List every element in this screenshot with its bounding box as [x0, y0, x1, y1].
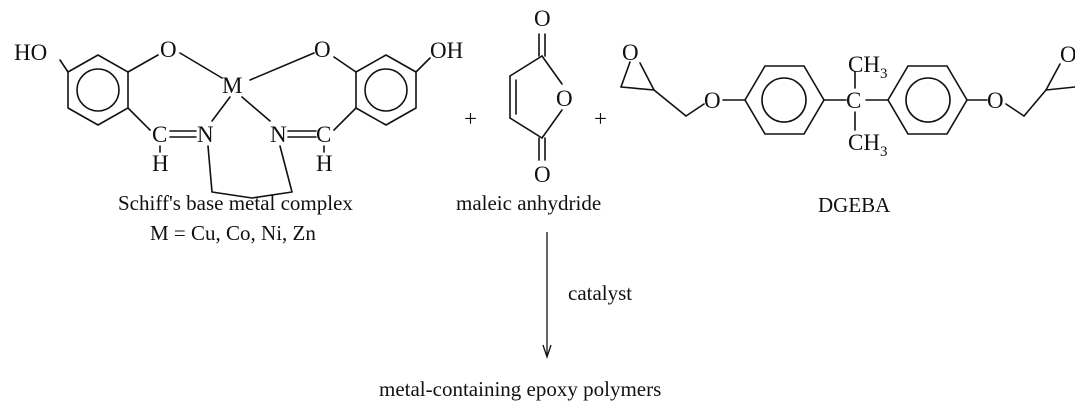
- ma-c1-o: [541, 55, 563, 85]
- dgeba-o-ether-left-label: O: [704, 88, 721, 113]
- m-n-bond-left: [211, 96, 231, 122]
- left-ring-circle: [76, 68, 120, 112]
- dgeba-o-epoxide-left-label: O: [622, 40, 639, 65]
- catalyst-label: catalyst: [568, 281, 632, 305]
- h-right-label: H: [316, 151, 333, 176]
- o-m-bond-right: [249, 52, 315, 81]
- epox-left-c1-c2: [620, 86, 655, 91]
- ho-bond-left: [59, 59, 69, 73]
- ma-c1-c2: [509, 55, 543, 77]
- c-left-label: C: [152, 122, 167, 147]
- schiff-base-metals: M = Cu, Co, Ni, Zn: [150, 221, 316, 245]
- o-m-bond-left: [179, 52, 223, 79]
- ch2-epox-bond-right: [1023, 89, 1047, 117]
- arrow-head: [542, 344, 552, 360]
- dgeba-right-phenyl-ring: [887, 65, 968, 135]
- h-left-label: H: [152, 151, 169, 176]
- product-label: metal-containing epoxy polymers: [379, 377, 661, 401]
- dgeba-ch3-bottom-label: CH3: [848, 130, 887, 160]
- epox-right-c1-c2: [1045, 86, 1075, 91]
- ma-o-bottom-label: O: [534, 162, 551, 187]
- n-right-label: N: [270, 122, 287, 147]
- oh-label: OH: [430, 38, 463, 63]
- dgeba-left-phenyl-ring: [744, 65, 825, 135]
- o-ch2-bond-right: [1005, 103, 1025, 117]
- propylene-bridge: [207, 145, 293, 199]
- ho-label: HO: [14, 40, 47, 65]
- plus-sign-1: +: [464, 106, 477, 131]
- ch2-o-bond-left: [685, 103, 705, 117]
- schiff-base-complex: HO O C N H M N C H O: [14, 37, 463, 199]
- dgeba-right-ring-circle: [905, 77, 951, 123]
- ma-o-top-label: O: [534, 6, 551, 31]
- c-right-label: C: [316, 122, 331, 147]
- ma-o-ring-label: O: [556, 86, 573, 111]
- o-right-label: O: [314, 37, 331, 62]
- dgeba-o-epoxide-right-label: O: [1060, 42, 1075, 67]
- o-bond-right: [333, 56, 357, 73]
- dgeba-left-ring-circle: [761, 77, 807, 123]
- m-n-bond-right: [241, 96, 271, 122]
- ch2-bond-left: [653, 89, 687, 117]
- o-bond-left: [127, 54, 159, 73]
- schiff-base-caption: Schiff's base metal complex: [118, 191, 353, 215]
- n-left-label: N: [197, 122, 214, 147]
- dgeba-ch3-top-label: CH3: [848, 52, 887, 82]
- dgeba-c-quat-label: C: [846, 88, 861, 113]
- dgeba-o-ether-right-label: O: [987, 88, 1004, 113]
- ma-c3-c4: [509, 117, 543, 139]
- dgeba-molecule: O O C CH3 CH3 O O: [620, 40, 1075, 160]
- right-ring-circle: [364, 68, 408, 112]
- dgeba-caption: DGEBA: [818, 193, 891, 217]
- o-left-label: O: [160, 37, 177, 62]
- oh-bond-right: [415, 57, 431, 73]
- ma-o-c4: [541, 109, 563, 139]
- epox-left-c2-o: [639, 62, 655, 91]
- ring-c-bond-left: [127, 107, 151, 131]
- reaction-arrow: [542, 232, 552, 360]
- maleic-anhydride-caption: maleic anhydride: [456, 191, 601, 215]
- metal-label: M: [222, 73, 242, 98]
- plus-sign-2: +: [594, 106, 607, 131]
- maleic-anhydride: O O O: [509, 6, 573, 187]
- epox-left-o-c1: [620, 61, 631, 88]
- epox-right-c1-o: [1045, 63, 1061, 91]
- ring-c-bond-right: [333, 107, 357, 131]
